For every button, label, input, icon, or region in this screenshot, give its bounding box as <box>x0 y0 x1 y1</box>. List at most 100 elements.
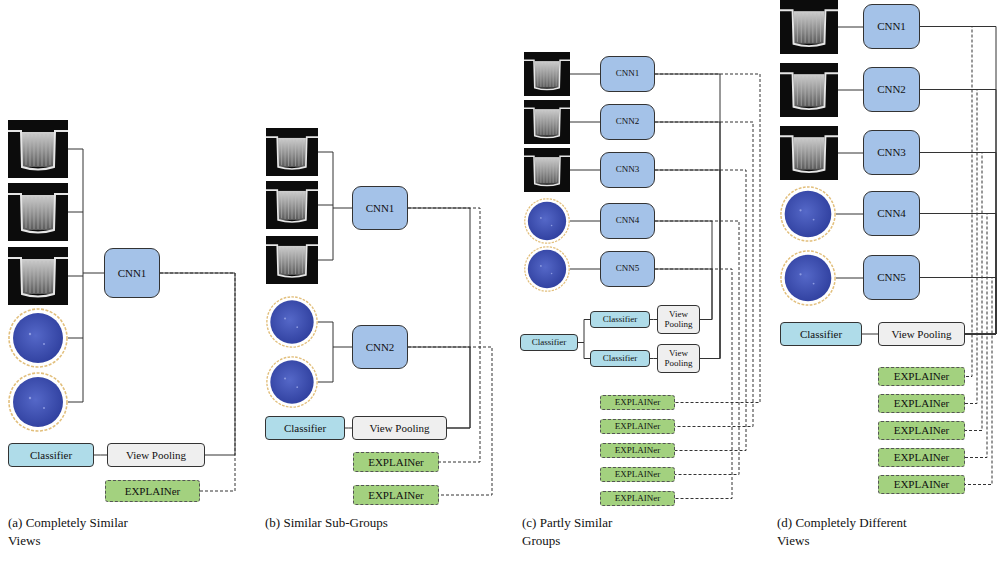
node-label: EXPLAINer <box>615 470 661 480</box>
node-label: EXPLAINer <box>615 398 661 408</box>
dish-image <box>9 309 67 367</box>
node-label: EXPLAINer <box>615 446 661 456</box>
explainer-box: EXPLAINer <box>600 467 675 482</box>
node-label: EXPLAINer <box>368 489 424 501</box>
connector <box>650 319 657 320</box>
cnn-box: CNN3 <box>863 130 920 175</box>
connector <box>920 214 996 335</box>
dish-image <box>267 357 317 407</box>
node-label: EXPLAINer <box>368 456 424 468</box>
node-label: View Pooling <box>660 349 697 369</box>
classifier-box: Classifier <box>590 350 650 367</box>
node-label: EXPLAINer <box>615 422 661 432</box>
cnn-box: CNN1 <box>863 4 920 49</box>
explainer-box: EXPLAINer <box>600 419 675 434</box>
dish-image <box>781 251 835 305</box>
node-label: CNN4 <box>616 216 640 226</box>
sem-image <box>524 148 570 192</box>
node-label: EXPLAINer <box>894 424 950 436</box>
node-label: EXPLAINer <box>894 370 950 382</box>
node-label: EXPLAINer <box>894 478 950 490</box>
view-pooling-box: View Pooling <box>878 322 965 346</box>
classifier-box: Classifier <box>590 311 650 328</box>
cnn-box: CNN4 <box>863 191 920 236</box>
classifier-box: Classifier <box>520 334 578 351</box>
explainer-link <box>920 90 977 404</box>
node-label: CNN2 <box>877 83 906 95</box>
sem-image <box>8 247 68 305</box>
node-label: Classifier <box>603 354 638 364</box>
connector <box>578 320 590 343</box>
node-label: CNN3 <box>616 165 640 175</box>
connector <box>160 273 235 455</box>
explainer-box: EXPLAINer <box>878 475 965 494</box>
sem-image <box>524 100 570 144</box>
explainer-link <box>655 122 753 427</box>
sem-image <box>8 120 68 178</box>
node-label: EXPLAINer <box>615 494 661 504</box>
view-pooling-box: View Pooling <box>107 443 205 467</box>
node-label: View Pooling <box>660 310 697 330</box>
sem-image <box>266 236 318 284</box>
node-label: EXPLAINer <box>125 485 181 497</box>
sem-image <box>266 128 318 176</box>
classifier-box: Classifier <box>780 322 862 346</box>
cnn-box: CNN2 <box>600 104 655 140</box>
dish-image <box>9 373 67 431</box>
view-pooling-box: View Pooling <box>657 344 700 373</box>
subfigure-caption: (b) Similar Sub-Groups <box>265 514 465 532</box>
connector <box>408 208 470 428</box>
connector <box>862 334 878 335</box>
node-label: CNN5 <box>877 271 906 283</box>
node-label: Classifier <box>800 328 842 340</box>
connector <box>94 455 107 456</box>
dish-image <box>267 297 317 347</box>
sem-image <box>524 52 570 96</box>
node-label: Classifier <box>284 422 326 434</box>
cnn-box: CNN5 <box>863 255 920 300</box>
sem-image <box>266 181 318 229</box>
sem-image <box>780 126 838 180</box>
cnn-box: CNN3 <box>600 152 655 188</box>
explainer-link <box>920 153 982 431</box>
connector <box>650 358 657 359</box>
node-label: CNN2 <box>616 117 640 127</box>
node-label: View Pooling <box>126 449 186 461</box>
cnn-box: CNN2 <box>863 67 920 112</box>
connector <box>345 428 352 429</box>
explainer-box: EXPLAINer <box>878 367 965 386</box>
connector <box>655 122 720 359</box>
node-label: EXPLAINer <box>894 397 950 409</box>
node-label: CNN3 <box>877 146 906 158</box>
subfigure-caption: (a) Completely Similar Views <box>8 514 158 549</box>
connector <box>578 343 590 359</box>
cnn-box: CNN1 <box>352 186 408 230</box>
node-label: Classifier <box>532 338 567 348</box>
cnn-box: CNN1 <box>600 56 655 92</box>
connector <box>920 27 996 335</box>
explainer-box: EXPLAINer <box>600 395 675 410</box>
sem-image <box>780 0 838 54</box>
sem-image <box>8 183 68 241</box>
subfigure-caption: (c) Partly Similar Groups <box>522 514 647 549</box>
input-wire <box>836 27 863 278</box>
connector <box>920 90 996 335</box>
node-label: CNN1 <box>366 202 395 214</box>
explainer-link <box>655 221 739 475</box>
connector <box>655 74 720 359</box>
node-label: Classifier <box>30 449 72 461</box>
dish-image <box>525 247 569 291</box>
subfigure-caption: (d) Completely Different Views <box>777 514 927 549</box>
explainer-box: EXPLAINer <box>878 448 965 467</box>
explainer-box: EXPLAINer <box>878 421 965 440</box>
node-label: View Pooling <box>891 328 951 340</box>
cnn-box: CNN4 <box>600 203 655 239</box>
node-label: CNN1 <box>118 267 147 279</box>
input-wire <box>68 149 104 402</box>
explainer-box: EXPLAINer <box>105 480 200 502</box>
node-label: CNN2 <box>366 341 395 353</box>
explainer-link <box>655 269 732 499</box>
classifier-box: Classifier <box>8 443 94 467</box>
